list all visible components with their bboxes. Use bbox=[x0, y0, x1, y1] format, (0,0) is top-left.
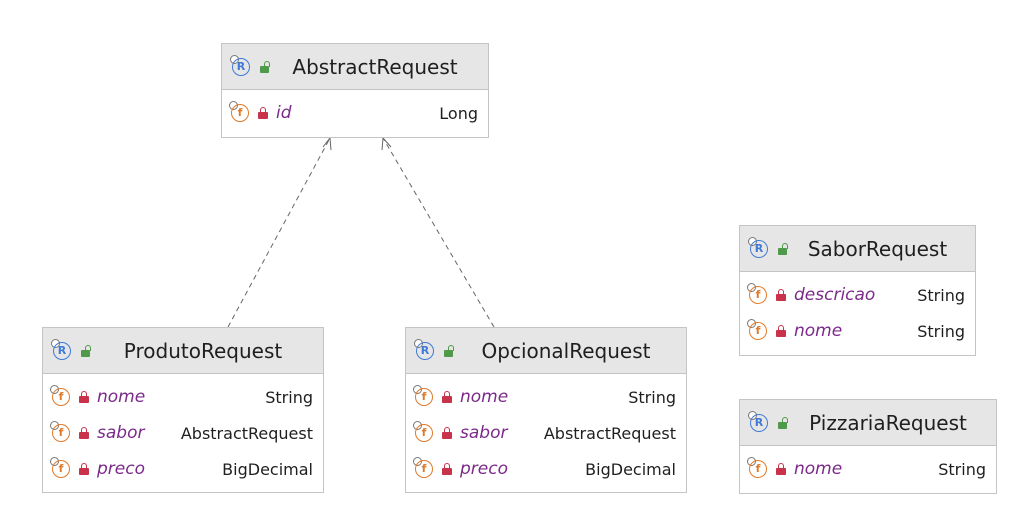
field-name: descricao bbox=[794, 285, 876, 305]
edge-opcional-to-abstract bbox=[382, 137, 495, 328]
locked-icon bbox=[442, 391, 452, 403]
field-icon: f bbox=[229, 101, 252, 124]
locked-icon bbox=[258, 107, 268, 119]
unlocked-icon bbox=[444, 345, 455, 357]
field-row[interactable]: f nome String bbox=[740, 451, 996, 487]
field-type: AbstractRequest bbox=[180, 423, 313, 443]
locked-icon bbox=[79, 463, 89, 475]
class-header[interactable]: R PizzariaRequest bbox=[740, 400, 996, 446]
record-icon: R bbox=[230, 55, 254, 79]
field-icon: f bbox=[413, 385, 436, 408]
record-icon: R bbox=[748, 237, 772, 261]
locked-icon bbox=[776, 463, 786, 475]
class-header[interactable]: R OpcionalRequest bbox=[406, 328, 686, 374]
field-row[interactable]: f preco BigDecimal bbox=[43, 451, 323, 487]
field-row[interactable]: f nome String bbox=[43, 379, 323, 415]
class-header[interactable]: R AbstractRequest bbox=[222, 44, 488, 90]
field-row[interactable]: f id Long bbox=[222, 95, 488, 131]
edge-produto-arrowhead bbox=[322, 136, 332, 151]
locked-icon bbox=[442, 427, 452, 439]
class-header[interactable]: R SaborRequest bbox=[740, 226, 975, 272]
class-produto-request[interactable]: R ProdutoRequest f nome String f sabor A… bbox=[42, 327, 324, 493]
field-type: Long bbox=[439, 103, 478, 123]
field-type: String bbox=[265, 387, 313, 407]
locked-icon bbox=[776, 289, 786, 301]
class-name: AbstractRequest bbox=[292, 54, 458, 79]
field-type: String bbox=[917, 285, 965, 305]
record-icon: R bbox=[414, 339, 438, 363]
field-icon: f bbox=[50, 421, 73, 444]
field-icon: f bbox=[747, 283, 770, 306]
edge-produto-to-abstract bbox=[227, 137, 331, 328]
record-icon: R bbox=[51, 339, 75, 363]
field-row[interactable]: f sabor AbstractRequest bbox=[406, 415, 686, 451]
unlocked-icon bbox=[778, 243, 789, 255]
field-row[interactable]: f preco BigDecimal bbox=[406, 451, 686, 487]
unlocked-icon bbox=[778, 417, 789, 429]
locked-icon bbox=[79, 391, 89, 403]
field-name: sabor bbox=[97, 423, 145, 443]
field-icon: f bbox=[413, 421, 436, 444]
record-icon: R bbox=[748, 411, 772, 435]
class-name: PizzariaRequest bbox=[809, 410, 967, 435]
class-abstract-request[interactable]: R AbstractRequest f id Long bbox=[221, 43, 489, 138]
field-name: preco bbox=[460, 459, 508, 479]
field-icon: f bbox=[50, 385, 73, 408]
field-type: String bbox=[917, 321, 965, 341]
field-type: BigDecimal bbox=[585, 459, 676, 479]
field-name: nome bbox=[794, 321, 843, 341]
field-type: BigDecimal bbox=[222, 459, 313, 479]
class-name: SaborRequest bbox=[807, 236, 948, 261]
field-row[interactable]: f nome String bbox=[406, 379, 686, 415]
field-row[interactable]: f nome String bbox=[740, 313, 975, 349]
class-name: OpcionalRequest bbox=[481, 338, 651, 363]
field-name: nome bbox=[460, 387, 509, 407]
field-icon: f bbox=[747, 319, 770, 342]
class-pizzaria-request[interactable]: R PizzariaRequest f nome String bbox=[739, 399, 997, 494]
class-sabor-request[interactable]: R SaborRequest f descricao String f nome… bbox=[739, 225, 976, 356]
class-opcional-request[interactable]: R OpcionalRequest f nome String f sabor … bbox=[405, 327, 687, 493]
field-name: id bbox=[276, 103, 292, 123]
field-icon: f bbox=[413, 457, 436, 480]
unlocked-icon bbox=[260, 61, 271, 73]
class-header[interactable]: R ProdutoRequest bbox=[43, 328, 323, 374]
unlocked-icon bbox=[81, 345, 92, 357]
field-type: AbstractRequest bbox=[543, 423, 676, 443]
field-icon: f bbox=[747, 457, 770, 480]
field-type: String bbox=[938, 459, 986, 479]
field-row[interactable]: f descricao String bbox=[740, 277, 975, 313]
class-name: ProdutoRequest bbox=[123, 338, 283, 363]
field-name: sabor bbox=[460, 423, 508, 443]
field-row[interactable]: f sabor AbstractRequest bbox=[43, 415, 323, 451]
edge-opcional-arrowhead bbox=[381, 136, 392, 151]
field-name: nome bbox=[97, 387, 146, 407]
field-name: nome bbox=[794, 459, 843, 479]
locked-icon bbox=[79, 427, 89, 439]
locked-icon bbox=[776, 325, 786, 337]
locked-icon bbox=[442, 463, 452, 475]
field-name: preco bbox=[97, 459, 145, 479]
field-type: String bbox=[628, 387, 676, 407]
field-icon: f bbox=[50, 457, 73, 480]
